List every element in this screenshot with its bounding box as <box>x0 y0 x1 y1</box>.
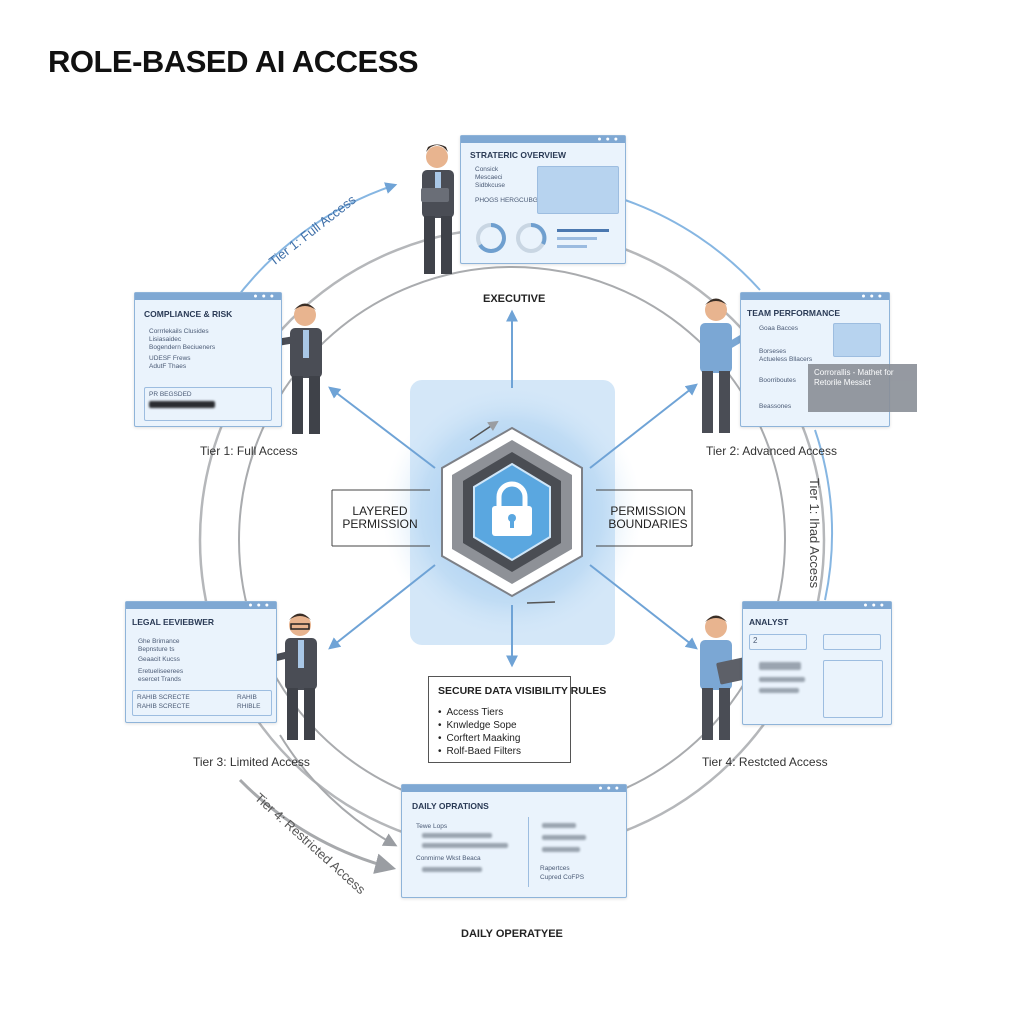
executive-figure <box>421 144 454 274</box>
visibility-rules-box: SECURE DATA VISIBILITY RULES Access Tier… <box>428 676 606 763</box>
daily-operative-label: DAILY OPERATYEE <box>461 928 563 940</box>
compliance-panel: ● ● ● COMPLIANCE & RISK Corrrlekails Clu… <box>134 292 282 427</box>
chart-box <box>537 166 619 214</box>
compliance-footer-box: PR BEGSDED <box>144 387 272 421</box>
rules-item: Rolf-Baed Filters <box>438 745 521 758</box>
padlock-icon <box>492 481 532 536</box>
panel-title: LEGAL EEVIEBWER <box>132 617 215 627</box>
panel-line: AdutF Thaes <box>149 363 187 370</box>
donut-charts <box>476 223 609 253</box>
panel-line: Eretueliseerees <box>138 668 184 675</box>
panel-line: Cupred CoFPS <box>540 874 585 881</box>
tier4-arc <box>238 778 397 874</box>
panel-line: Corrrlekails Clusides <box>149 328 209 335</box>
daily-operations-panel: ● ● ● DAILY OPRATIONS Tewe Lops Conmirne… <box>401 784 627 898</box>
tier2-label: Tier 2: Advanced Access <box>706 444 837 458</box>
panel-line: Mescaeci <box>475 174 503 181</box>
analyst-side-box <box>823 634 881 650</box>
panel-line: Lisiasaidec <box>149 336 182 343</box>
permission-boundaries-label: PERMISSION BOUNDARIES <box>608 504 688 531</box>
panel-line: Beassones <box>759 403 792 410</box>
panel-line: Ghe Brimance <box>138 638 180 645</box>
legal-footer-box: RAHIB SCRECTE RAHIB SCRECTE RAHIB RHIBLE <box>132 690 272 716</box>
rules-title: SECURE DATA VISIBILITY RULES <box>438 685 607 697</box>
panel-line: Bogendern Beciueners <box>149 344 216 351</box>
panel-line: Goaa Bacces <box>759 325 799 332</box>
rules-item: Corftert Maaking <box>438 732 521 745</box>
page-title: ROLE-BASED AI ACCESS <box>48 44 419 79</box>
panel-line: Bepnsture ts <box>138 646 175 653</box>
panel-line: Tewe Lops <box>416 823 448 830</box>
panel-title: COMPLIANCE & RISK <box>144 309 233 319</box>
panel-line: RAHIB SCRECTE <box>137 703 190 710</box>
rules-list: Access Tiers Knwledge Sope Corftert Maak… <box>438 706 521 758</box>
tier4-label: Tier 4: Restcted Access <box>702 755 828 769</box>
panel-line: Boorriboutes <box>759 377 796 384</box>
panel-line: Geaacit Kucss <box>138 656 180 663</box>
legal-panel: ● ● ● LEGAL EEVIEBWER Ghe Brimance Bepns… <box>125 601 277 723</box>
panel-title: TEAM PERFORMANCE <box>747 308 841 318</box>
analyst-figure <box>700 615 748 740</box>
panel-line: Conmirne Wkst Beaca <box>416 855 481 862</box>
panel-line: esercet Trands <box>138 676 181 683</box>
analyst-panel: ● ● ● ANALYST 2 <box>742 601 892 725</box>
rules-item: Knwledge Sope <box>438 719 521 732</box>
executive-panel: ● ● ● STRATERIC OVERVIEW Consick Mescaec… <box>460 135 626 264</box>
analyst-input-box: 2 <box>749 634 807 650</box>
team-chart-box <box>833 323 881 357</box>
legal-figure <box>254 613 317 740</box>
executive-label: EXECUTIVE <box>483 293 546 305</box>
panel-line: Rapertces <box>540 865 570 872</box>
panel-line: PHOGS HERGCUBGS <box>475 197 543 204</box>
tooltip: Corrorallis - Mathet for Retorile Messic… <box>808 364 917 412</box>
tier1-label: Tier 1: Full Access <box>200 444 298 458</box>
panel-line: PR BEGSDED <box>149 391 192 398</box>
rules-item: Access Tiers <box>438 706 521 719</box>
panel-line: Borseses <box>759 348 787 355</box>
tier3-label: Tier 3: Limited Access <box>193 755 310 769</box>
panel-line: RHIBLE <box>237 703 261 710</box>
layered-permission-label: LAYERED PERMISSION <box>342 504 418 531</box>
analyst-list-box <box>823 660 883 718</box>
panel-title: ANALYST <box>749 617 789 627</box>
panel-title: DAILY OPRATIONS <box>412 801 489 811</box>
panel-line: 2 <box>753 636 758 645</box>
panel-title: STRATERIC OVERVIEW <box>470 150 567 160</box>
panel-line: RAHIB SCRECTE <box>137 694 190 701</box>
panel-line: UDESF Frews <box>149 355 191 362</box>
tier1-right-arc-label: Tier 1: Ihad Access <box>807 478 822 589</box>
panel-line: Consick <box>475 166 499 173</box>
panel-line: Actueless Bllacers <box>759 356 813 363</box>
panel-line: RAHIB <box>237 694 257 701</box>
panel-line: Sidbkcuse <box>475 182 505 189</box>
